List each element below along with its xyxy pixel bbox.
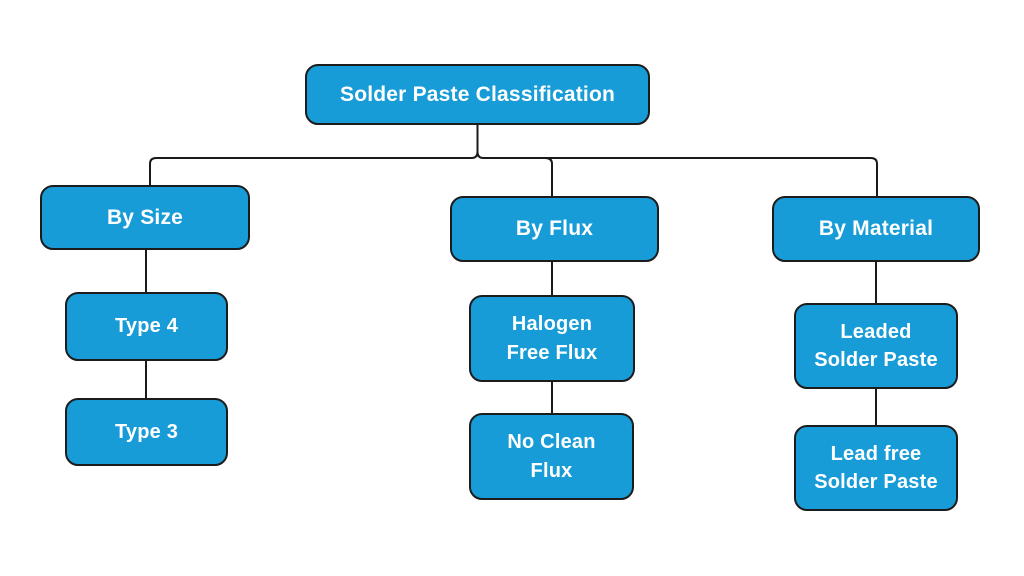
leaf-node-leaded-solder-paste: Leaded Solder Paste [794,303,958,389]
leaf-node-halogen-free-flux: Halogen Free Flux [469,295,635,382]
branch-node-label: By Size [106,205,184,229]
leaf-node-no-clean-flux: No Clean Flux [469,413,634,500]
branch-node-label: By Material [818,217,934,241]
branch-node-by-material: By Material [772,196,980,262]
leaf-node-label: Lead free Solder Paste [814,442,938,493]
leaf-node-type-4: Type 4 [65,292,228,361]
branch-node-by-flux: By Flux [450,196,659,262]
leaf-node-label: Leaded Solder Paste [814,320,938,371]
leaf-node-type-3: Type 3 [65,398,228,466]
connector-root-to-by-material [476,124,878,198]
leaf-node-label: Type 4 [114,315,179,338]
root-node-label: Solder Paste Classification [340,82,615,106]
connector-root-to-by-flux [544,156,553,198]
root-node-solder-paste-classification: Solder Paste Classification [305,64,650,125]
leaf-node-label: No Clean Flux [507,431,596,482]
branch-node-by-size: By Size [40,185,250,250]
connector-group [145,124,878,427]
leaf-node-label: Type 3 [114,420,179,443]
leaf-node-lead-free-solder-paste: Lead free Solder Paste [794,425,958,511]
connector-root-to-by-size [149,124,479,187]
branch-node-label: By Flux [515,217,594,241]
leaf-node-label: Halogen Free Flux [506,313,598,364]
